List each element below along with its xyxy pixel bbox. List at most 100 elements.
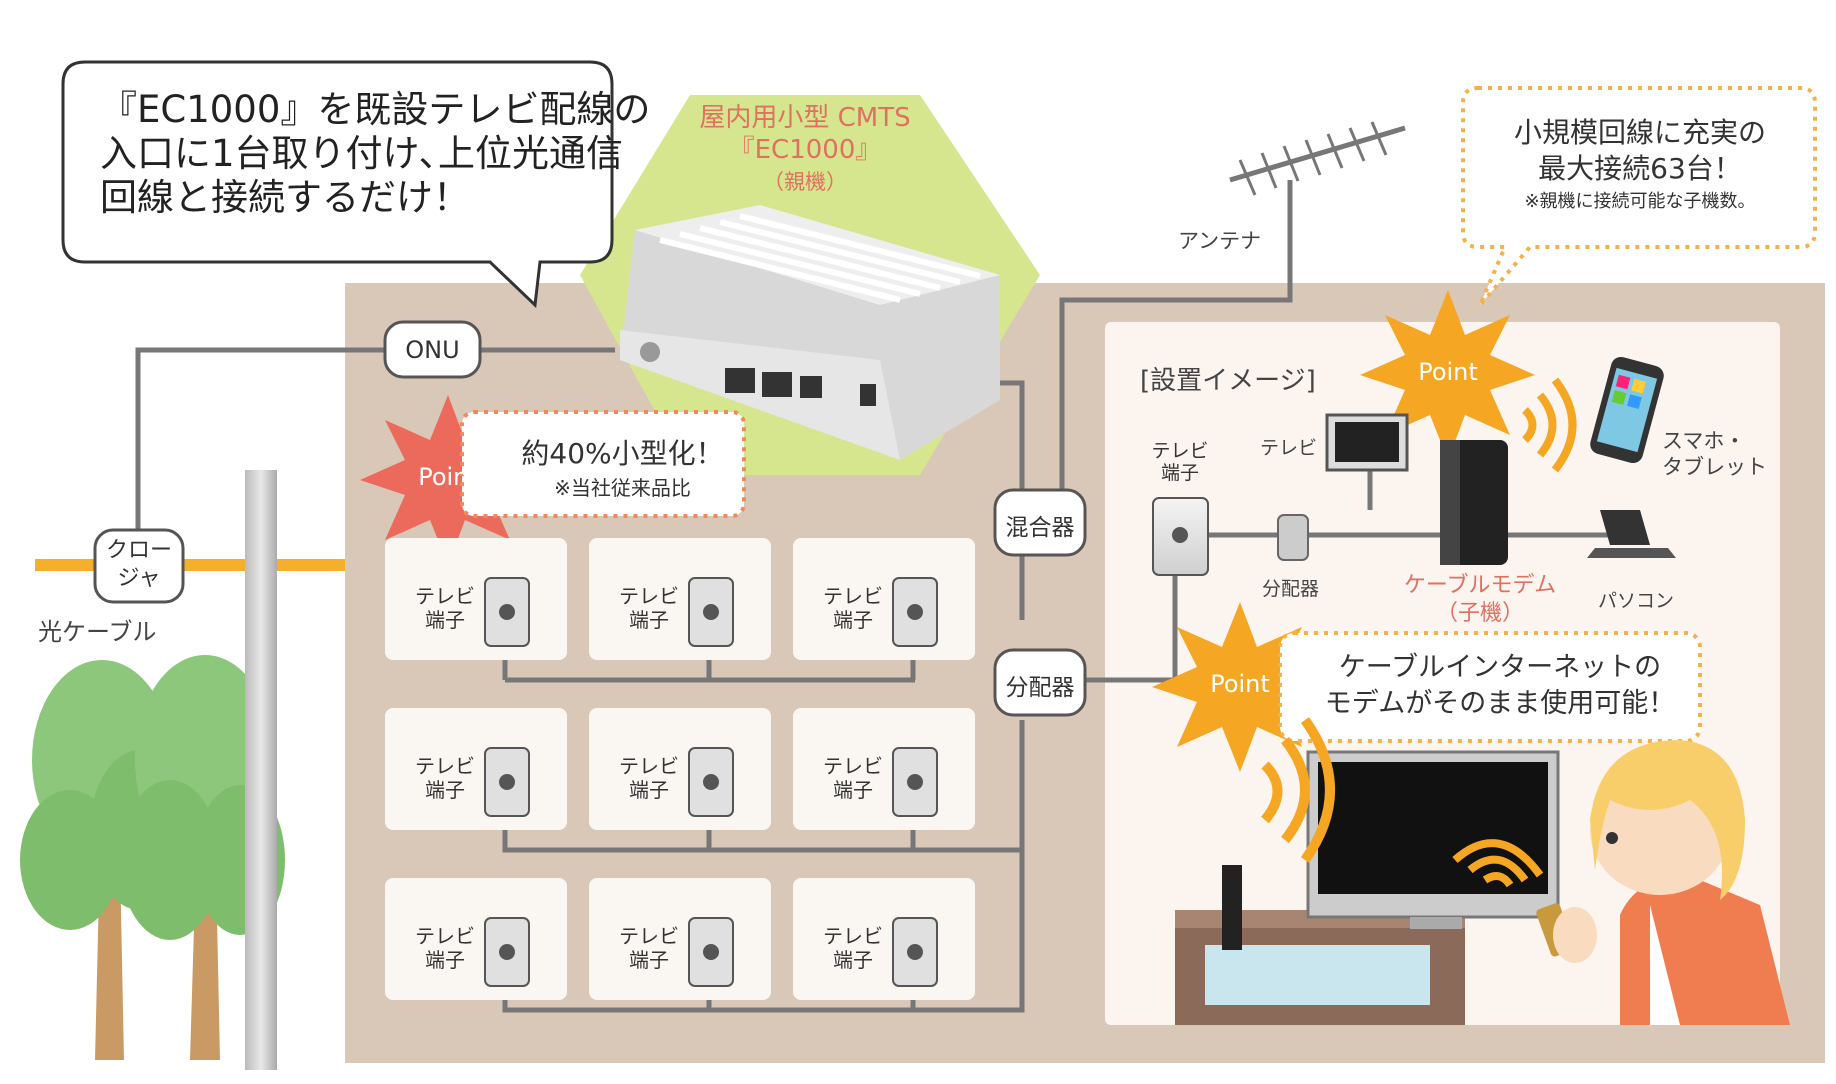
point-connect-line-2: 最大接続63台！ [1538, 152, 1742, 185]
point-modem-frame [1278, 631, 1702, 743]
utility-pole [245, 470, 277, 1070]
speech-line-2: 入口に1台取り付け､上位光通信 [100, 132, 624, 175]
install-outlet-line-1: テレビ [1151, 440, 1209, 462]
tv-outlet-label-line-2: 端子 [833, 608, 873, 632]
speech-bubble-shape [61, 60, 614, 309]
point-modem-badge-text: Point [1210, 670, 1270, 698]
tv-outlet-label-8: テレビ端子 [609, 924, 689, 972]
closure-box [93, 528, 185, 604]
trees-illustration [20, 655, 285, 1060]
cable-modem-icon [1440, 440, 1508, 565]
tv-monitor-icon [1325, 413, 1409, 472]
point-modem-line-1: ケーブルインターネットの [1338, 652, 1662, 683]
install-splitter-label: 分配器 [1262, 578, 1320, 600]
install-outlet-line-2: 端子 [1160, 462, 1199, 484]
point-size-badge-text: Point [418, 463, 478, 491]
install-smartphone-label: スマホ・ タブレット [1662, 428, 1767, 480]
point-size-main: 約40%小型化！ [521, 437, 724, 470]
point-connect-badge-text: Point [1418, 358, 1478, 386]
splitter-box [993, 648, 1087, 717]
tv-outlet-label-line-2: 端子 [425, 778, 465, 802]
living-room-scene [1175, 750, 1560, 1025]
tv-outlet-label-7: テレビ端子 [405, 924, 485, 972]
tv-outlet-label-4: テレビ端子 [405, 754, 485, 802]
cmts-device-image [620, 205, 1000, 460]
tv-outlet-label-line-1: テレビ [415, 584, 475, 608]
laptop-icon [1587, 510, 1676, 558]
room-grid [385, 538, 975, 1000]
mixer-box [993, 488, 1087, 557]
closure-label: クロー ジャ [95, 537, 183, 593]
point-connect-callout: 小規模回線に充実の 最大接続63台！ ※親機に接続可能な子機数。 [1470, 115, 1810, 213]
tv-outlet-label-line-2: 端子 [629, 608, 669, 632]
tv-outlet-label-line-1: テレビ [619, 924, 679, 948]
tv-outlet-label-line-2: 端子 [629, 778, 669, 802]
cmts-line-2: 『EC1000』 [728, 135, 882, 165]
smartphone-icon [1590, 356, 1664, 464]
closure-line-1: クロー [105, 538, 172, 563]
tv-outlet-label-line-2: 端子 [425, 608, 465, 632]
tv-outlet-label-line-2: 端子 [833, 948, 873, 972]
tv-outlet-port-7 [499, 944, 515, 960]
point-size-callout: 約40%小型化！ ※当社従来品比 [500, 432, 745, 501]
tv-outlet-label-line-2: 端子 [425, 948, 465, 972]
tv-outlet-port-1 [499, 604, 515, 620]
tv-outlet-port-9 [907, 944, 923, 960]
mixer-label: 混合器 [1005, 515, 1075, 541]
install-outlet-label: テレビ 端子 [1140, 440, 1220, 484]
tv-outlet-port-2 [703, 604, 719, 620]
tv-outlet-label-line-1: テレビ [823, 924, 883, 948]
speech-bubble: 『EC1000』を既設テレビ配線の 入口に1台取り付け､上位光通信 回線と接続す… [100, 88, 650, 220]
point-connect-line-1: 小規模回線に充実の [1513, 116, 1766, 149]
antenna-icon [1229, 121, 1406, 300]
install-modem-line-2: （子機） [1435, 601, 1524, 626]
tv-outlet-label-line-2: 端子 [833, 778, 873, 802]
install-smartphone-line-2: タブレット [1662, 455, 1767, 479]
install-splitter [1277, 514, 1309, 561]
tv-outlet-label-1: テレビ端子 [405, 584, 485, 632]
install-modem-label: ケーブルモデム （子機） [1385, 572, 1575, 628]
point-size-frame [460, 410, 746, 518]
tv-outlet-label-5: テレビ端子 [609, 754, 689, 802]
tv-outlet-port-4 [499, 774, 515, 790]
install-smartphone-line-1: スマホ・ [1662, 429, 1746, 453]
point-size-note: ※当社従来品比 [554, 476, 691, 500]
cmts-caption: 屋内用小型 CMTS 『EC1000』 （親機） [680, 102, 930, 198]
tv-outlet-label-2: テレビ端子 [609, 584, 689, 632]
onu-box [383, 320, 482, 379]
tv-outlet-label-3: テレビ端子 [813, 584, 893, 632]
wifi-icon-tv [1261, 717, 1335, 863]
person-illustration [1536, 740, 1790, 1025]
tv-outlet-label-line-1: テレビ [823, 584, 883, 608]
tv-outlet-port-3 [907, 604, 923, 620]
install-pc-label: パソコン [1598, 590, 1675, 612]
tv-outlet-port-5 [703, 774, 719, 790]
point-connect-note: ※親機に接続可能な子機数。 [1524, 191, 1756, 212]
point-modem-callout: ケーブルインターネットの モデムがそのまま使用可能！ [1300, 650, 1700, 722]
install-tv-label: テレビ [1260, 437, 1318, 459]
tv-outlet-label-line-1: テレビ [619, 584, 679, 608]
tv-outlet-port-6 [907, 774, 923, 790]
install-outlet [1152, 497, 1209, 576]
wifi-icon-modem [1522, 377, 1577, 473]
cmts-line-1: 屋内用小型 CMTS [699, 103, 911, 133]
closure-line-2: ジャ [117, 566, 161, 591]
tv-outlet-label-line-2: 端子 [629, 948, 669, 972]
tv-outlet-label-line-1: テレビ [823, 754, 883, 778]
speech-line-3: 回線と接続するだけ！ [100, 176, 470, 219]
tv-outlet-label-6: テレビ端子 [813, 754, 893, 802]
antenna-label: アンテナ [1178, 229, 1262, 253]
install-title: [設置イメージ] [1140, 366, 1316, 396]
speech-line-1: 『EC1000』を既設テレビ配線の [100, 88, 651, 131]
tv-outlet-port-8 [703, 944, 719, 960]
tv-outlet-label-line-1: テレビ [415, 924, 475, 948]
tv-outlet-label-9: テレビ端子 [813, 924, 893, 972]
install-modem-line-1: ケーブルモデム [1403, 573, 1557, 598]
point-modem-line-2: モデムがそのまま使用可能！ [1324, 688, 1676, 719]
point-connect-frame [1461, 86, 1817, 307]
cmts-line-3: （親機） [763, 170, 847, 194]
wifi-icon-phone [1452, 839, 1544, 888]
splitter-label: 分配器 [1005, 675, 1075, 701]
